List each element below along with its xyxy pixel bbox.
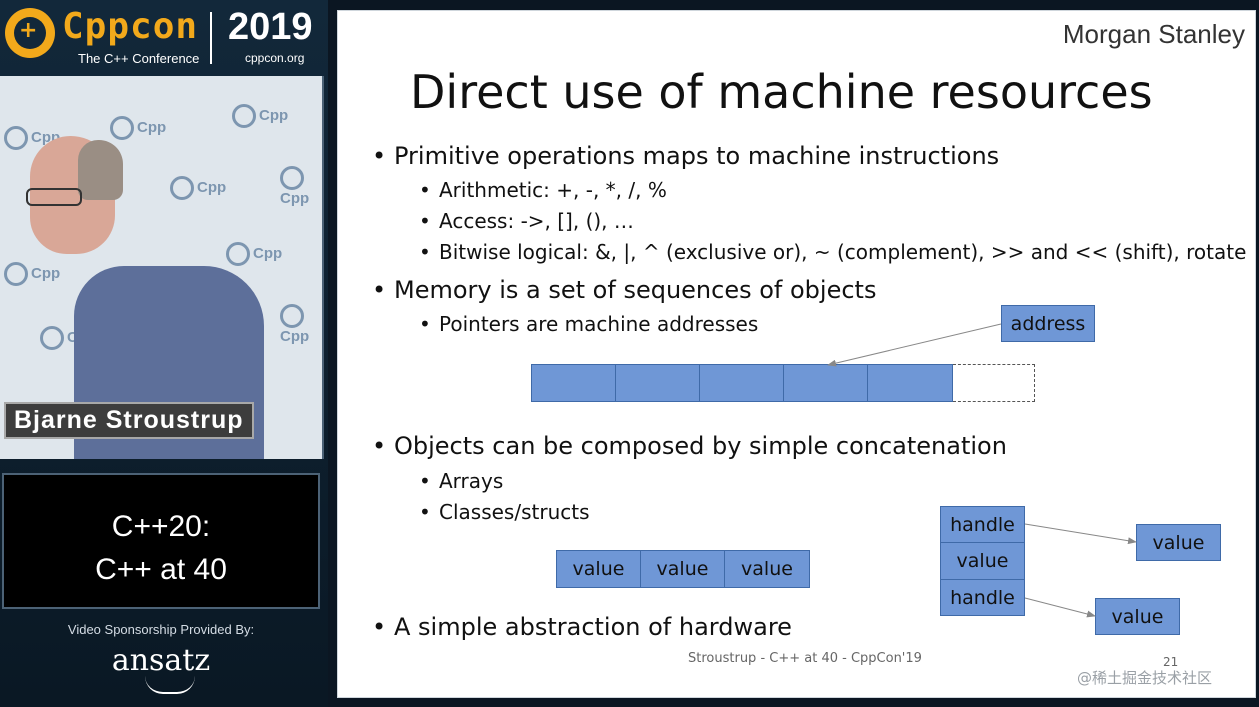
memory-cell xyxy=(615,364,700,402)
bullet-item: Objects can be composed by simple concat… xyxy=(372,432,1007,460)
pointer-arrow xyxy=(827,323,1002,367)
slide-page-number: 21 xyxy=(1163,655,1179,669)
cppcon-badge-icon: + xyxy=(5,8,55,58)
sub-bullet-item: Bitwise logical: &, |, ^ (exclusive or),… xyxy=(419,240,1246,264)
speaker-glasses xyxy=(26,188,82,206)
slide-title: Direct use of machine resources xyxy=(410,65,1153,119)
address-box: address xyxy=(1001,305,1095,342)
handle-box: handle xyxy=(940,579,1025,616)
speaker-hair xyxy=(78,140,123,200)
sub-bullet-item: Access: ->, [], (), … xyxy=(419,209,634,233)
presentation-slide: Morgan Stanley Direct use of machine res… xyxy=(337,10,1256,698)
wall-logo: Cpp xyxy=(280,166,322,207)
value-box: value xyxy=(556,550,641,588)
handle-box: handle xyxy=(940,506,1025,543)
value-box: value xyxy=(1136,524,1221,561)
wall-logo: Cpp xyxy=(170,176,226,200)
value-box: value xyxy=(724,550,810,588)
session-title-line2: C++ at 40 xyxy=(95,553,227,586)
wall-logo: Cpp xyxy=(110,116,166,140)
bullet-item: Primitive operations maps to machine ins… xyxy=(372,142,999,170)
memory-cell-empty xyxy=(953,364,1035,402)
memory-cell xyxy=(699,364,784,402)
sub-bullet-item: Arithmetic: +, -, *, /, % xyxy=(419,178,667,202)
sub-bullet-item: Classes/structs xyxy=(419,500,589,524)
logo-text: Cppcon xyxy=(62,6,199,47)
memory-cell xyxy=(531,364,616,402)
cppcon-logo: + Cppcon The C++ Conference 2019 cppcon.… xyxy=(0,0,328,76)
slide-footer: Stroustrup - C++ at 40 - CppCon'19 xyxy=(688,651,922,666)
logo-tagline: The C++ Conference xyxy=(78,51,200,66)
wall-logo: Cpp xyxy=(232,104,288,128)
sponsor-logo: ansatz xyxy=(111,643,211,678)
conference-sidebar: + Cppcon The C++ Conference 2019 cppcon.… xyxy=(0,0,328,707)
logo-year: 2019 xyxy=(228,6,313,48)
wall-logo: Cpp xyxy=(4,262,60,286)
handle-arrow xyxy=(1024,597,1096,618)
diagram-arrows xyxy=(827,323,1137,618)
sub-bullet-item: Arrays xyxy=(419,469,503,493)
sub-bullet-item: Pointers are machine addresses xyxy=(419,312,758,336)
session-title-line1: C++20: xyxy=(111,510,211,543)
bullet-item: A simple abstraction of hardware xyxy=(372,613,792,641)
speaker-video: Cpp Cpp Cpp Cpp Cpp Cpp Cpp Cpp Cpp Bjar… xyxy=(0,76,324,459)
sponsor-label: Video Sponsorship Provided By: xyxy=(67,622,255,637)
company-logo: Morgan Stanley xyxy=(1062,19,1245,49)
logo-site: cppcon.org xyxy=(245,51,305,65)
memory-cell xyxy=(867,364,953,402)
wall-logo: Cpp xyxy=(226,242,282,266)
logo-divider xyxy=(210,12,212,64)
wall-logo: Cpp xyxy=(280,304,322,345)
watermark: @稀土掘金技术社区 xyxy=(1077,669,1213,687)
bullet-item: Memory is a set of sequences of objects xyxy=(372,276,876,304)
value-box: value xyxy=(940,542,1025,580)
speaker-name-caption: Bjarne Stroustrup xyxy=(4,402,254,439)
session-title: C++20: C++ at 40 xyxy=(2,473,320,609)
handle-arrow xyxy=(1024,523,1137,545)
sponsor-swirl-icon xyxy=(145,676,195,694)
